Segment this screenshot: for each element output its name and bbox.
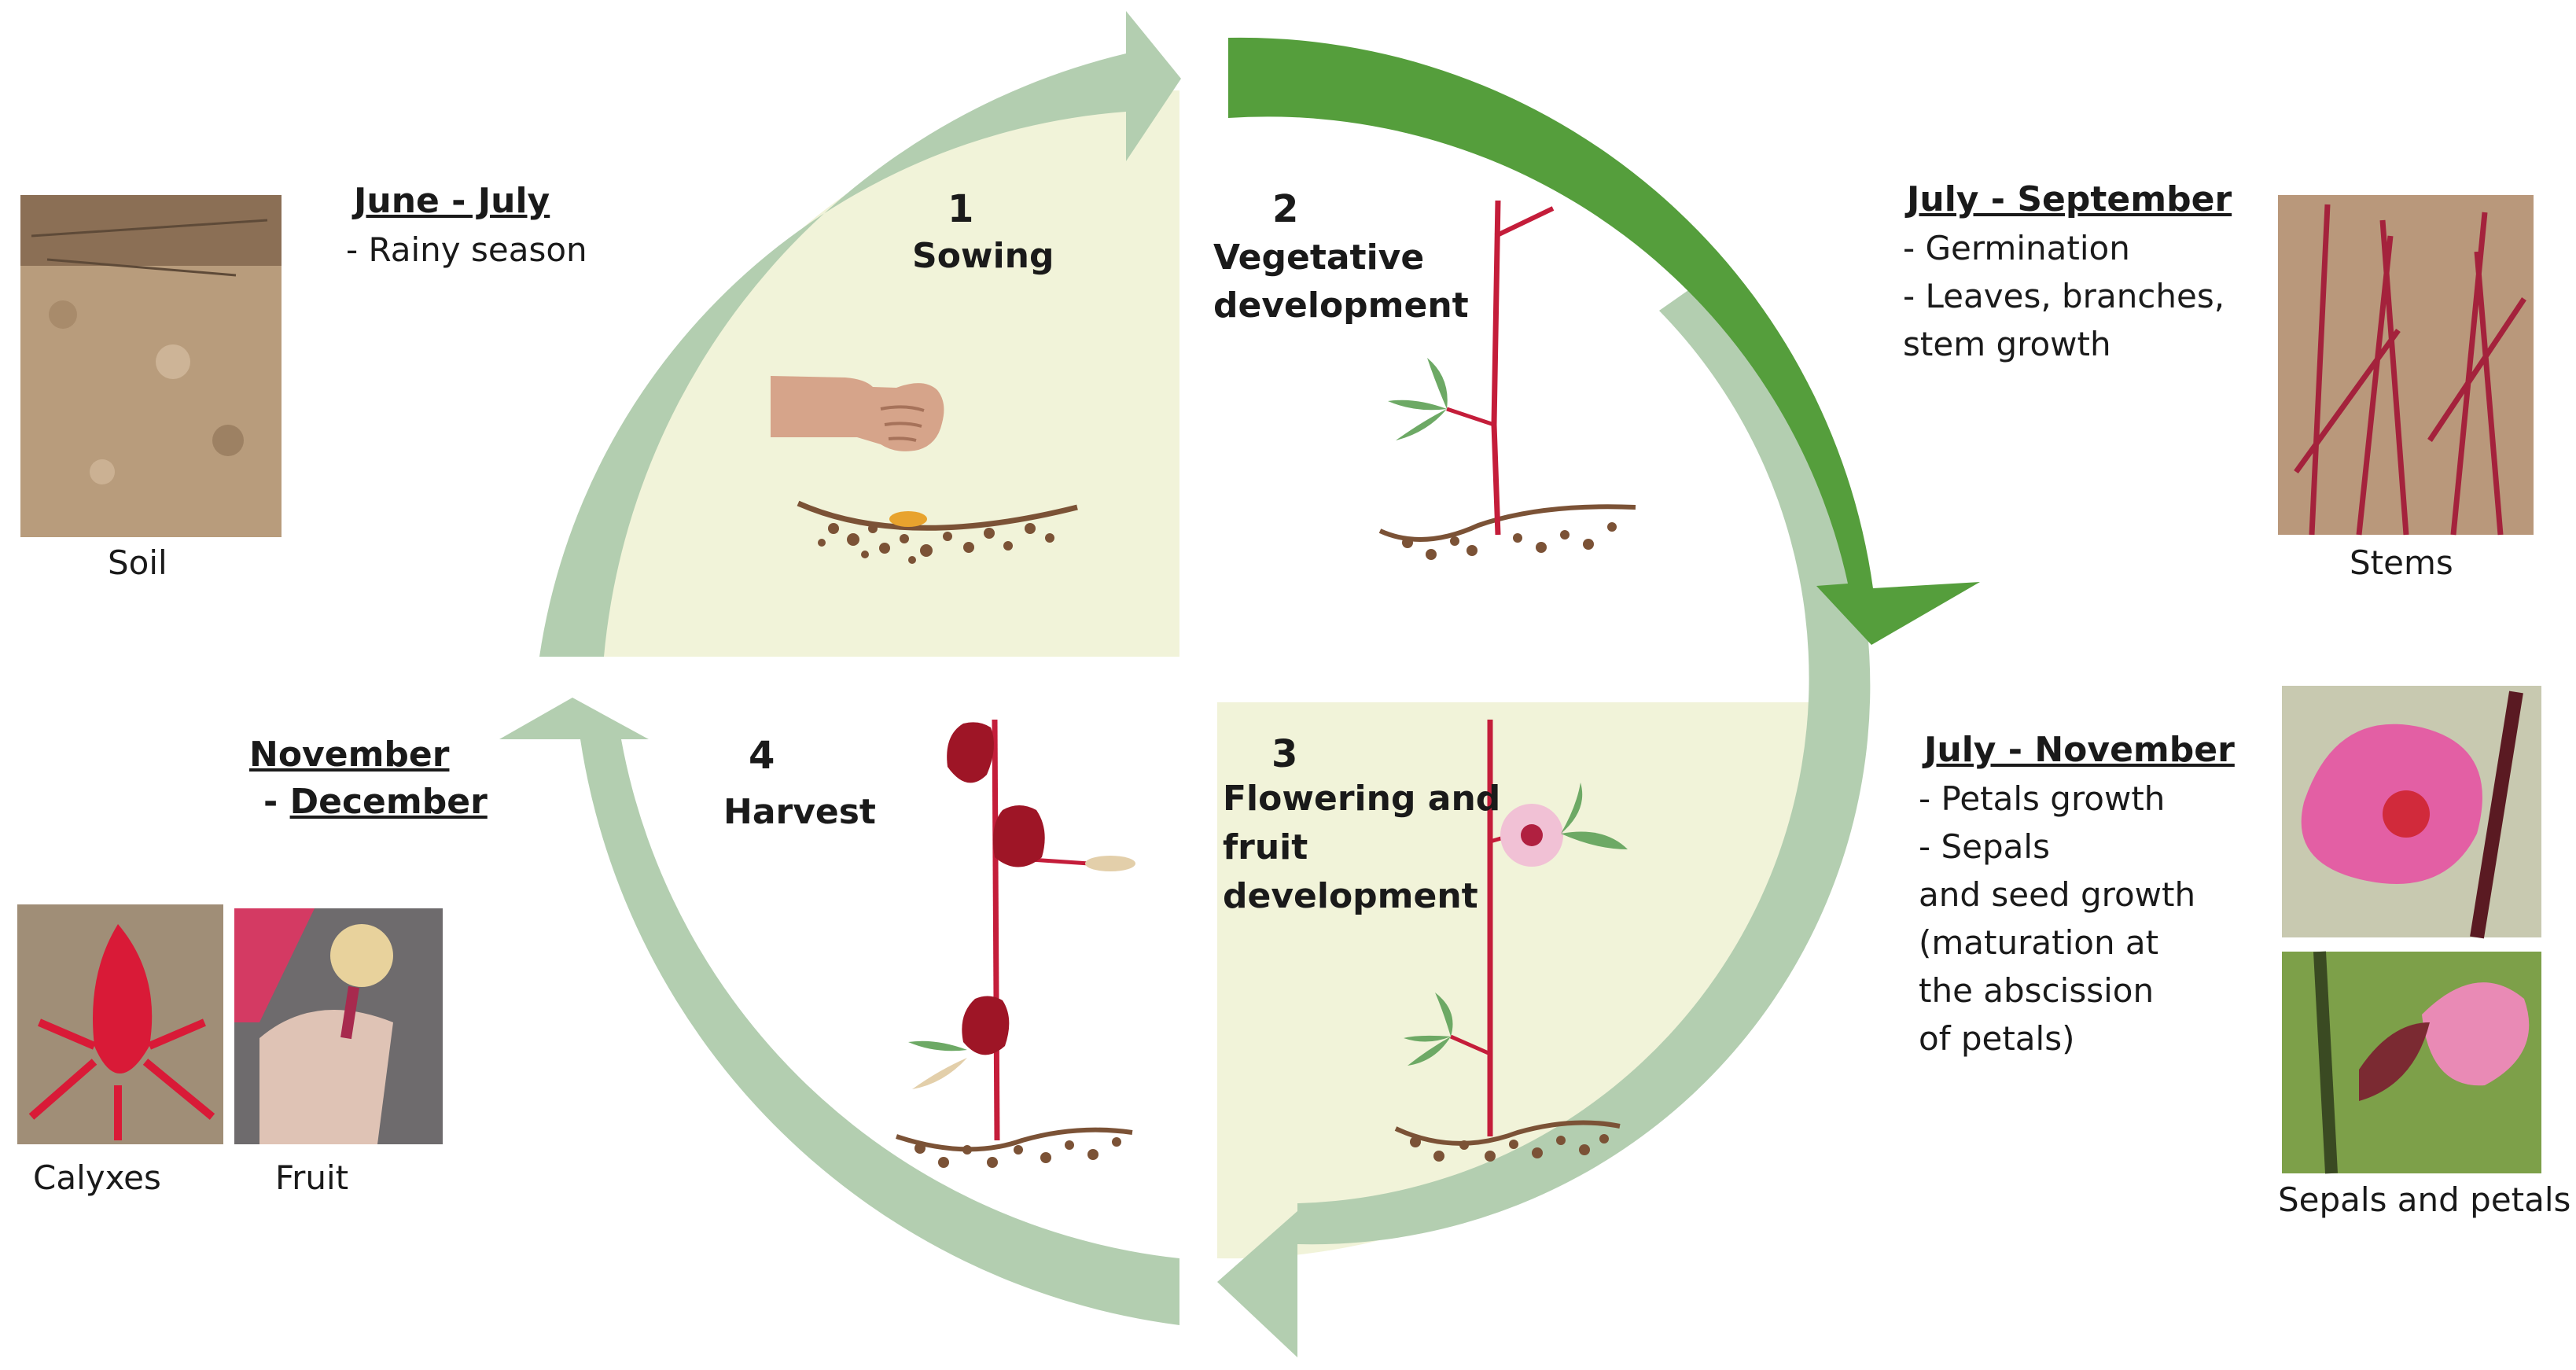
season-july-september-title: July - September bbox=[1907, 179, 2232, 219]
season-december-prefix: - bbox=[263, 782, 290, 822]
fruit-photo-image bbox=[234, 908, 443, 1144]
arrow-top-left bbox=[539, 11, 1181, 657]
stage-4-number: 4 bbox=[749, 734, 775, 778]
season-june-july-line-1: - Rainy season bbox=[346, 230, 587, 269]
stage-3-name-line-1: Flowering and bbox=[1223, 779, 1501, 819]
season-july-november-line-4: (maturation at bbox=[1919, 923, 2159, 962]
season-december-title: December bbox=[289, 782, 488, 822]
stage-1-name: Sowing bbox=[912, 236, 1054, 276]
arrow-top-right bbox=[1228, 37, 1980, 646]
season-july-november-line-2: - Sepals bbox=[1919, 827, 2050, 866]
stage-2-number: 2 bbox=[1272, 187, 1299, 231]
season-july-september-line-3: stem growth bbox=[1903, 325, 2111, 363]
stage-1-number: 1 bbox=[948, 187, 974, 231]
stage-3-name-line-3: development bbox=[1223, 876, 1478, 916]
arrow-bottom-right bbox=[1217, 283, 1871, 1357]
season-july-september-line-2: - Leaves, branches, bbox=[1903, 277, 2225, 315]
stage-3-number: 3 bbox=[1271, 732, 1298, 776]
photo-caption-calyxes: Calyxes bbox=[33, 1158, 161, 1197]
stage-3-name-line-2: fruit bbox=[1223, 827, 1308, 867]
hand-icon bbox=[771, 376, 944, 451]
flowering-plant-icon bbox=[1394, 720, 1628, 1162]
photo-caption-stems: Stems bbox=[2350, 543, 2453, 582]
season-june-july-title: June - July bbox=[354, 181, 550, 221]
harvest-plant-icon bbox=[896, 719, 1135, 1168]
young-stem-icon bbox=[1378, 200, 1636, 560]
photo-caption-sepals-petals: Sepals and petals bbox=[2278, 1180, 2571, 1219]
calyxes-photo-image bbox=[17, 904, 223, 1144]
season-july-november-line-6: of petals) bbox=[1919, 1019, 2075, 1058]
arrow-bottom-left bbox=[499, 698, 1179, 1325]
flower-photo-image bbox=[2282, 686, 2541, 939]
stems-photo-image bbox=[2278, 195, 2534, 536]
season-july-november-line-1: - Petals growth bbox=[1919, 779, 2166, 818]
stage-2-name-line-2: development bbox=[1213, 285, 1469, 326]
season-november-title: November bbox=[249, 735, 450, 775]
season-july-november-line-3: and seed growth bbox=[1919, 875, 2196, 914]
sepals-petals-photo-image bbox=[2282, 951, 2541, 1174]
season-july-november-title: July - November bbox=[1924, 730, 2235, 770]
photo-caption-soil: Soil bbox=[108, 543, 167, 582]
season-july-november-line-5: the abscission bbox=[1919, 971, 2155, 1010]
stage-2-name-line-1: Vegetative bbox=[1213, 238, 1425, 278]
photo-caption-fruit: Fruit bbox=[275, 1158, 349, 1197]
soil-sowing bbox=[797, 500, 1078, 564]
flowering-panel bbox=[1217, 702, 1848, 1259]
stage-4-name: Harvest bbox=[723, 792, 876, 832]
soil-photo-image bbox=[20, 195, 282, 537]
season-december-line: - December bbox=[263, 779, 488, 826]
season-july-september-line-1: - Germination bbox=[1903, 229, 2130, 267]
